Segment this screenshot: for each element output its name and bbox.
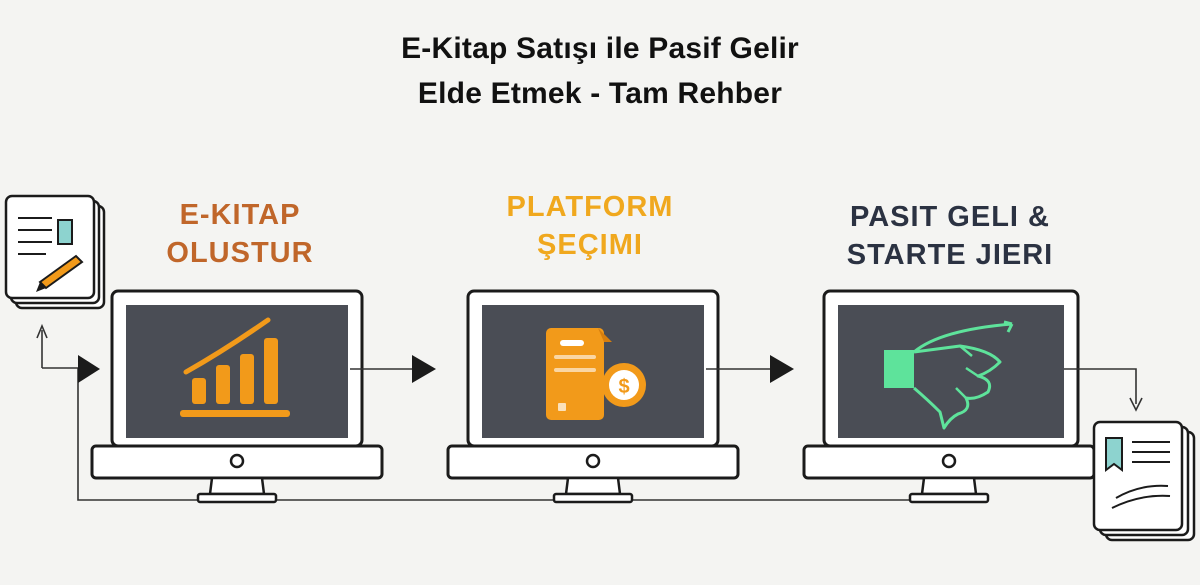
step1-label-line2: OLUSTUR [166,237,314,269]
document-pen-icon [4,194,106,310]
document-coin-icon: $ [546,328,646,420]
page-title-line2: Elde Etmek - Tam Rehber [417,77,783,110]
page-title-line1: E-Kitap Satışı ile Pasif Gelir [401,32,799,65]
handshake-icon [884,320,1014,430]
step3-label-line1: PASIT GELI & [850,201,1050,233]
document-bookmark-icon [1092,420,1196,542]
step3-label-line2: STARTE JIERI [846,239,1054,271]
connector-to-output [1064,368,1143,412]
svg-text:$: $ [618,376,629,398]
arrow-step1-to-step2 [412,355,436,383]
bar-chart-growth-icon [180,317,290,417]
step2-label: PLATFORM ŞEÇIMI [470,188,710,264]
arrow-into-step1 [78,355,100,383]
step1-label-line1: E-KITAP [179,199,301,231]
monitor-step3 [802,289,1096,504]
step3-label: PASIT GELI & STARTE JIERI [820,198,1080,274]
step2-label-line1: PLATFORM [506,191,674,223]
arrow-step2-to-step3 [770,355,794,383]
step2-label-line2: ŞEÇIMI [537,229,643,261]
step1-label: E-KITAP OLUSTUR [120,196,360,272]
monitor-step1 [90,289,384,504]
